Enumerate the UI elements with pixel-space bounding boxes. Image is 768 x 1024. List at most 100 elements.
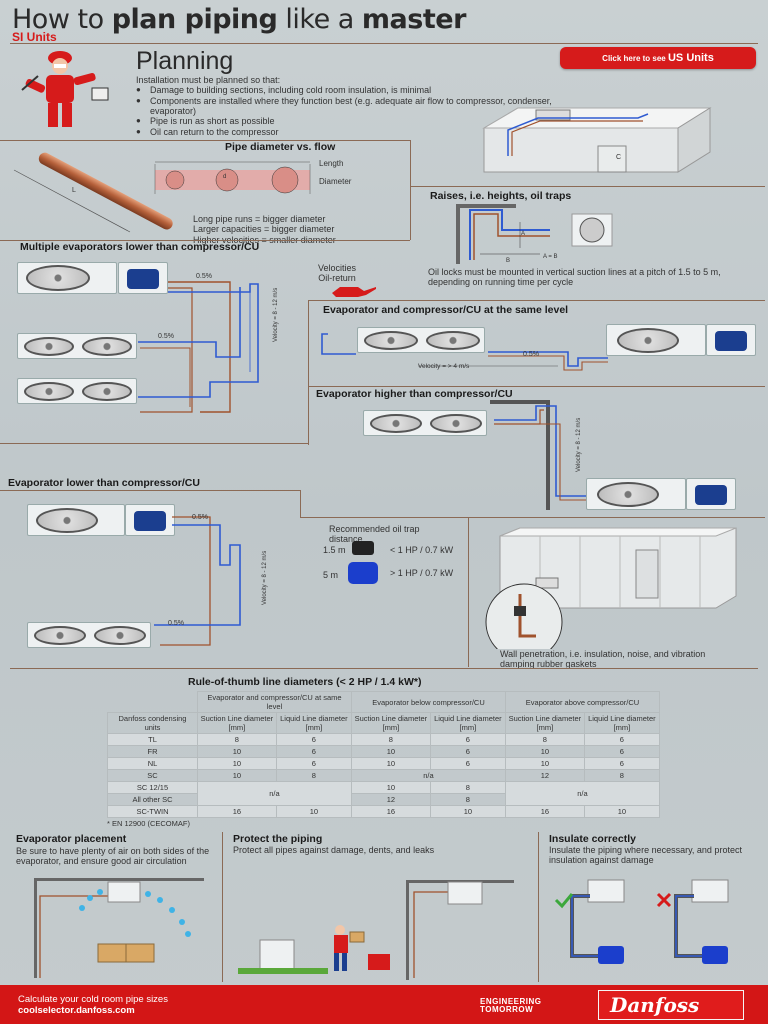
footer-text: Calculate your cold room pipe sizes cool…: [18, 994, 168, 1017]
danfoss-logo-box[interactable]: [598, 990, 744, 1020]
evaporator: [27, 622, 151, 648]
protect-title: Protect the piping: [233, 833, 323, 845]
wall-penetration-illustration: [485, 527, 737, 649]
table-row: NL 10 6 10 6 10 6: [107, 757, 661, 770]
table-cell: 8: [504, 733, 585, 746]
fan-icon: [370, 414, 422, 433]
col-header: Suction Line diameter [mm]: [197, 712, 277, 734]
velocity-label: Velocity = 8 - 12 m/s: [273, 288, 279, 342]
evaporator: [357, 327, 485, 353]
group-header: Evaporator and compressor/CU at same lev…: [197, 691, 352, 713]
compressor-icon: [134, 511, 166, 531]
table-cell: 6: [275, 733, 352, 746]
divider: [300, 517, 765, 518]
table-row: TL 8 6 8 6 8 6: [107, 733, 661, 746]
table-cell: 6: [275, 745, 352, 758]
fan-icon: [597, 482, 659, 507]
us-units-button-label: Click here to see: [602, 54, 668, 63]
higher-title: Evaporator higher than compressor/CU: [316, 388, 513, 400]
row1-val: < 1 HP / 0.7 kW: [390, 545, 454, 555]
lower-title: Evaporator lower than compressor/CU: [8, 477, 200, 489]
table-cell: SC 12/15: [107, 781, 198, 794]
fan-icon: [617, 328, 679, 353]
b-label: B: [506, 258, 510, 264]
divider: [308, 300, 765, 301]
table-cell: SC-TWIN: [107, 805, 198, 818]
planning-bullet: Oil can return to the compressor: [136, 127, 576, 137]
oil-can-icon: [332, 287, 376, 297]
fan-icon: [430, 414, 482, 433]
pipe-diameter-notes: Long pipe runs = bigger diameter Larger …: [193, 214, 336, 245]
divider: [410, 140, 411, 240]
velocity-label: Velocity = > 4 m/s: [418, 363, 470, 370]
compressor-small-icon: [352, 541, 374, 555]
us-units-button-label-big: US Units: [667, 52, 714, 64]
a-label: A: [521, 231, 525, 237]
condensing-unit: [586, 478, 686, 510]
table-cell: SC: [107, 769, 198, 782]
table-cell: 6: [429, 745, 506, 758]
col-header: Liquid Line diameter [mm]: [275, 712, 352, 734]
table-cell: 10: [583, 805, 661, 818]
table-cell: 8: [429, 793, 506, 806]
table-cell: 8: [350, 733, 431, 746]
oil-trap-distance: Recommended oil trap distance: [329, 524, 420, 545]
table-cell: 6: [429, 757, 506, 770]
table-cell: 8: [275, 769, 352, 782]
table-cell: 16: [504, 805, 585, 818]
evaporator: [17, 378, 137, 404]
fan-icon: [26, 265, 90, 291]
divider: [0, 140, 410, 141]
velocities-label: Velocities: [318, 263, 357, 273]
compressor-large-icon: [348, 562, 378, 584]
multiple-piping: 0.5% 0.5% Velocity = 8 - 12 m/s: [138, 273, 279, 413]
eng-line: ENGINEERING: [480, 997, 542, 1006]
table-cell: n/a: [504, 781, 661, 806]
planning-bullets: Damage to building sections, including c…: [136, 85, 576, 137]
fan-icon: [426, 331, 480, 350]
table-cell: NL: [107, 757, 198, 770]
row2-val: > 1 HP / 0.7 kW: [390, 568, 454, 578]
fan-icon: [24, 382, 74, 401]
table-cell: 10: [350, 781, 431, 794]
table-cell: 10: [197, 757, 277, 770]
col-header: Liquid Line diameter [mm]: [429, 712, 506, 734]
table-cell: TL: [107, 733, 198, 746]
fan-icon: [34, 626, 86, 645]
table-footnote: * EN 12900 (CECOMAF): [107, 819, 190, 828]
divider: [300, 490, 301, 518]
room-label: C: [616, 154, 621, 161]
fan-icon: [82, 337, 132, 356]
us-units-button[interactable]: Click here to see US Units: [560, 47, 756, 69]
engineering-tomorrow: ENGINEERING TOMORROW: [480, 997, 542, 1015]
compressor-box: [686, 478, 736, 510]
planning-bullet: Damage to building sections, including c…: [136, 85, 576, 95]
table-cell: FR: [107, 745, 198, 758]
pipe-note: Larger capacities = bigger diameter: [193, 224, 335, 235]
pipe-note: Higher velocities = smaller diameter: [193, 235, 336, 245]
pipe-length-label: L: [72, 187, 76, 194]
table-cell: 16: [197, 805, 277, 818]
raises-notes: Oil locks must be mounted in vertical su…: [428, 267, 721, 288]
table-cell: 10: [197, 745, 277, 758]
col-header: Liquid Line diameter [mm]: [583, 712, 661, 734]
velocities-oil: Velocities Oil-return: [318, 263, 356, 284]
insulate-illustration: [554, 879, 729, 964]
evaporator: [363, 410, 487, 436]
insulate-title: Insulate correctly: [549, 833, 636, 845]
line-diameter-table: Evaporator and compressor/CU at same lev…: [107, 691, 661, 818]
table-cell: 10: [504, 745, 585, 758]
slope-label: 0.5%: [168, 620, 184, 627]
planning-heading: Planning: [136, 47, 234, 75]
planning-intro: Installation must be planned so that: Da…: [136, 75, 576, 137]
diameter-label: Diameter: [319, 177, 352, 186]
cold-room-illustration: C: [482, 107, 712, 173]
velocity-label: Velocity = 8 - 12 m/s: [576, 418, 582, 472]
d-label: d: [223, 174, 226, 180]
row2-dist: 5 m: [323, 570, 339, 580]
velocity-label: Velocity = 8 - 12 m/s: [262, 551, 268, 605]
coolselector-link[interactable]: coolselector.danfoss.com: [18, 1005, 135, 1017]
compressor-icon: [715, 331, 747, 351]
table-cell: All other SC: [107, 793, 198, 806]
lower-piping: 0.5% 0.5% Velocity = 8 - 12 m/s: [154, 514, 268, 646]
